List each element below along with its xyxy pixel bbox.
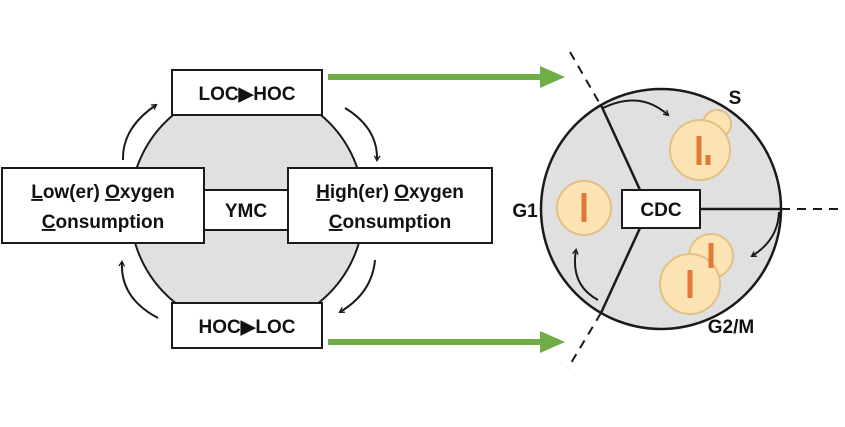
cycle-arrow-left-to-top [121, 103, 158, 161]
phase-label-g1: G1 [512, 201, 538, 222]
high-oxygen-consumption-box: High(er) Oxygen Consumption [287, 167, 493, 244]
green-arrow-bottom [328, 331, 565, 353]
phase-boundary-bottom-dashed [567, 312, 602, 369]
low-oxygen-line2: Consumption [42, 212, 164, 233]
phase-arrow-s-to-g2m [750, 211, 780, 258]
cdc-center-box: CDC [621, 189, 701, 229]
phase-divider-top [599, 104, 642, 191]
high-oxygen-line1: High(er) Oxygen [316, 182, 464, 203]
hoc-to-loc-box: HOC▶LOC [171, 302, 323, 349]
phase-boundary-top-dashed [569, 51, 601, 105]
low-oxygen-consumption-box: Low(er) Oxygen Consumption [1, 167, 205, 244]
loc-to-hoc-box: LOC▶HOC [171, 69, 323, 116]
phase-divider-bottom [599, 227, 642, 314]
high-oxygen-line2: Consumption [329, 212, 451, 233]
cdc-label: CDC [640, 200, 681, 221]
cycle-arrow-right-to-bottom [338, 259, 376, 314]
cycle-arrow-bottom-to-left [118, 260, 159, 319]
phase-label-s: S [729, 88, 742, 109]
green-arrow-top [328, 66, 565, 88]
loc-to-hoc-label: LOC▶HOC [199, 84, 296, 105]
phase-label-g2m: G2/M [708, 317, 754, 338]
s-phase-budding-cell-icon [669, 109, 732, 181]
low-oxygen-line1: Low(er) Oxygen [31, 182, 175, 203]
g1-cell-icon [556, 180, 612, 236]
ymc-label: YMC [225, 201, 268, 222]
ymc-center-box: YMC [203, 189, 289, 231]
phase-arrow-g2m-to-g1 [572, 248, 599, 301]
phase-arrow-g1-to-s [602, 99, 670, 117]
cycle-arrow-top-to-right [344, 107, 381, 162]
g2m-dividing-cell-icon [659, 233, 734, 315]
hoc-to-loc-label: HOC▶LOC [199, 317, 296, 338]
